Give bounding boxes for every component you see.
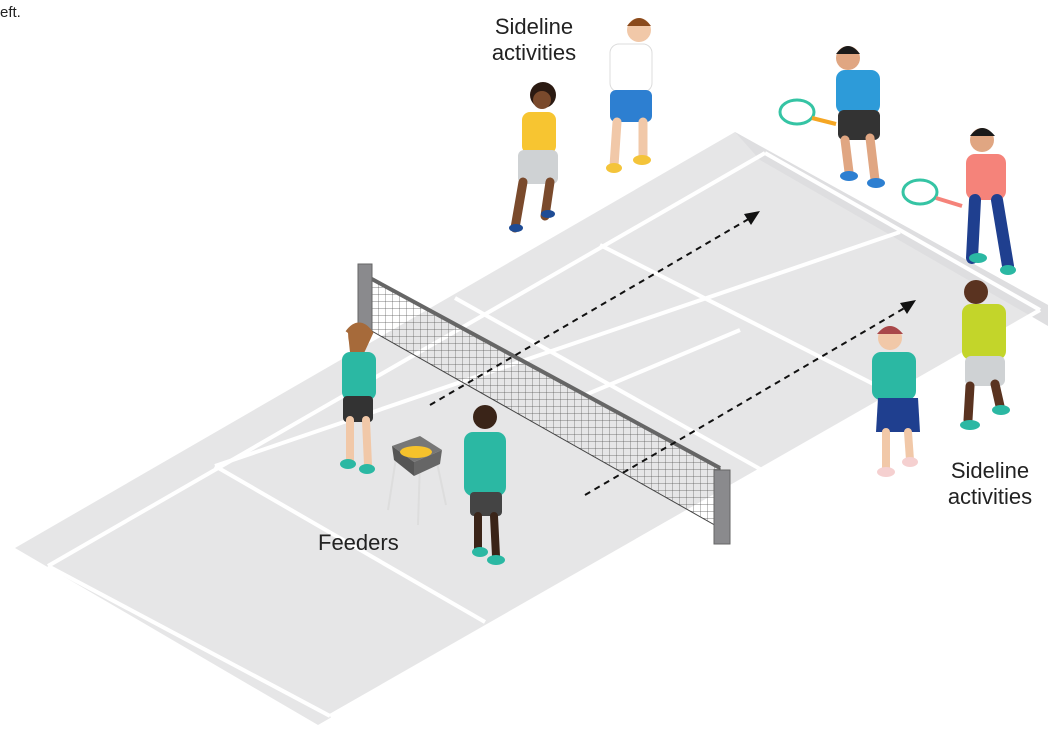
tennis-court: [15, 132, 1048, 725]
label-feeders: Feeders: [318, 530, 399, 555]
arrow-upper: [429, 216, 753, 406]
ball-basket: [387, 436, 447, 526]
label-line: activities: [491, 40, 577, 65]
feeder-boy: [464, 405, 506, 565]
arrow-upper-head: [744, 211, 760, 225]
player-racket-blue: [778, 46, 885, 188]
court-surface-main: [15, 132, 1048, 725]
cropped-text: eft.: [0, 4, 21, 21]
label-sideline-activities-top: Sideline activities: [470, 14, 598, 66]
feeder-girl: [340, 322, 376, 474]
arrow-lower: [584, 305, 909, 496]
label-line: Sideline: [950, 458, 1030, 483]
racket-icon: [901, 178, 939, 206]
ball-path-arrows: [429, 216, 909, 496]
label-sideline-activities-right: Sideline activities: [932, 458, 1048, 510]
net-post-right: [713, 469, 731, 545]
racket-icon: [778, 98, 816, 126]
player-racket-pink: [901, 128, 1016, 275]
arrow-lower-head: [900, 300, 916, 314]
player-sideline-yellow: [509, 82, 558, 233]
player-sideline-lime: [960, 280, 1010, 430]
tennis-net: [357, 263, 731, 545]
tennis-balls: [400, 446, 432, 458]
player-sideline-white: [606, 18, 653, 173]
player-sideline-teal-skirt: [872, 326, 920, 477]
label-line: activities: [947, 484, 1033, 509]
label-line: Sideline: [494, 14, 574, 39]
court-lines: [47, 151, 1041, 718]
